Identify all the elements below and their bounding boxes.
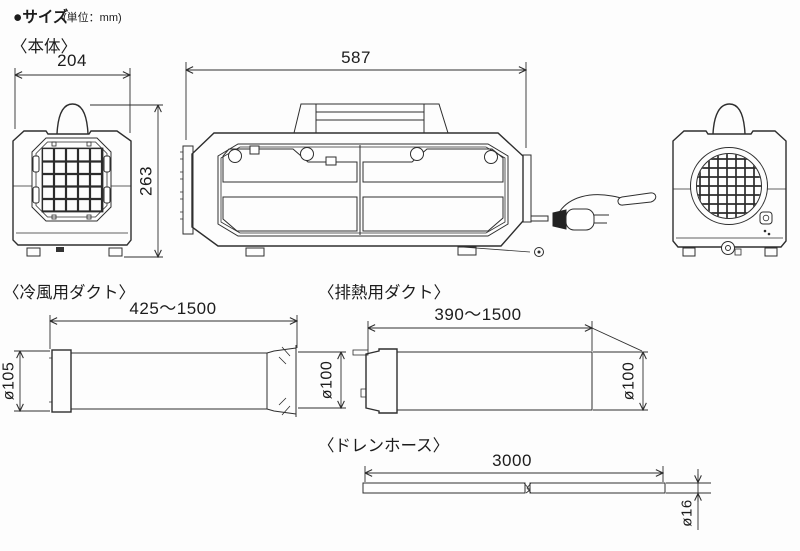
rear-foot-right [764, 247, 778, 257]
dim-drain-hose-diameter: ø16 [666, 469, 711, 530]
dim-cold-duct-outlet: ø100 [298, 352, 346, 408]
front-handle [56, 103, 89, 135]
cold-duct-view: 〈冷風用ダクト〉 425～1500 ø105 ø100 [1, 283, 346, 417]
header: ●サイズ (単位：mm) 〈本体〉 [11, 7, 122, 56]
panel-left-top [222, 148, 358, 183]
front-foot-right [108, 247, 123, 257]
cold-duct-flare [266, 345, 297, 417]
front-foot-left [26, 247, 41, 257]
side-left-flange [182, 145, 194, 235]
side-foot-left [245, 247, 265, 257]
panel-right-top [362, 148, 504, 183]
front-height-value: 263 [137, 166, 156, 196]
dim-drain-hose-length: 3000 [365, 451, 663, 482]
cold-duct-outlet-value: ø100 [319, 361, 336, 399]
rear-port [759, 211, 773, 225]
panel-right-bottom [362, 196, 504, 232]
exhaust-duct-label: 〈排熱用ダクト〉 [318, 283, 450, 302]
panel-clip-2 [325, 156, 337, 166]
cold-duct-collar [51, 349, 72, 413]
power-plug [565, 208, 595, 231]
rear-grille [690, 147, 768, 225]
dim-exhaust-duct-diameter: ø100 [593, 352, 648, 410]
cold-duct-label: 〈冷風用ダクト〉 [3, 283, 135, 302]
grille-latch-left-bottom [32, 186, 40, 204]
grille-latch-left-top [32, 155, 40, 173]
rear-handle [712, 103, 746, 135]
front-body-outline [12, 130, 132, 246]
dim-front-height: 263 [90, 105, 163, 257]
front-width-value: 204 [57, 51, 87, 70]
front-bottom-fitting [56, 247, 64, 252]
dim-cold-duct-length: 425～1500 [50, 299, 297, 349]
drain-outlet [534, 247, 544, 257]
rear-body-outline [672, 130, 787, 248]
side-panel-frame [217, 143, 509, 237]
grille-latch-right-top [103, 155, 111, 173]
exhaust-duct-diameter-value: ø100 [621, 362, 638, 400]
rear-view [672, 103, 787, 257]
rear-foot-left [682, 247, 696, 257]
rear-drain-port [721, 241, 735, 255]
panel-screw-4 [484, 150, 498, 164]
cord-end [617, 192, 657, 206]
dim-cold-duct-inlet: ø105 [1, 351, 50, 411]
exhaust-duct-view: 〈排熱用ダクト〉 390～1500 ø100 [318, 283, 648, 414]
dim-side-depth: 587 [186, 48, 526, 148]
unit-note: (単位：mm) [63, 10, 122, 24]
panel-left-bottom [222, 196, 358, 232]
panel-clip-1 [249, 145, 260, 155]
drain-stub-line [461, 246, 531, 253]
drain-hose-view: 〈ドレンホース〉 3000 ø16 [318, 436, 711, 530]
front-grille [31, 137, 112, 222]
side-view: 587 [180, 48, 657, 257]
drain-hose-diameter-value: ø16 [679, 499, 696, 526]
cold-duct-tube [70, 352, 268, 410]
cold-duct-inlet-value: ø105 [1, 362, 18, 400]
panel-screw-1 [228, 149, 242, 163]
hose-break-mark [523, 482, 532, 494]
exhaust-duct-tube [396, 351, 593, 411]
drain-hose-label: 〈ドレンホース〉 [318, 436, 449, 455]
exhaust-duct-length-value: 390～1500 [434, 305, 521, 324]
side-handle [293, 103, 449, 134]
power-cord [530, 192, 657, 231]
drain-hose-length-value: 3000 [492, 451, 532, 470]
exhaust-duct-connector [352, 348, 398, 414]
body-section-label: 〈本体〉 [11, 37, 77, 56]
cold-duct-length-value: 425～1500 [129, 299, 216, 318]
grille-latch-right-bottom [103, 186, 111, 204]
panel-screw-2 [300, 147, 314, 161]
panel-screw-3 [410, 147, 424, 161]
front-view: 204 [12, 51, 163, 257]
side-right-bracket [522, 154, 532, 223]
drain-hose-left-segment [362, 482, 526, 494]
side-depth-value: 587 [341, 48, 371, 67]
dim-front-width: 204 [15, 51, 130, 133]
page-title: ●サイズ [13, 7, 69, 26]
drain-hose-right-segment [529, 482, 666, 494]
dim-exhaust-duct-length: 390～1500 [368, 305, 643, 352]
